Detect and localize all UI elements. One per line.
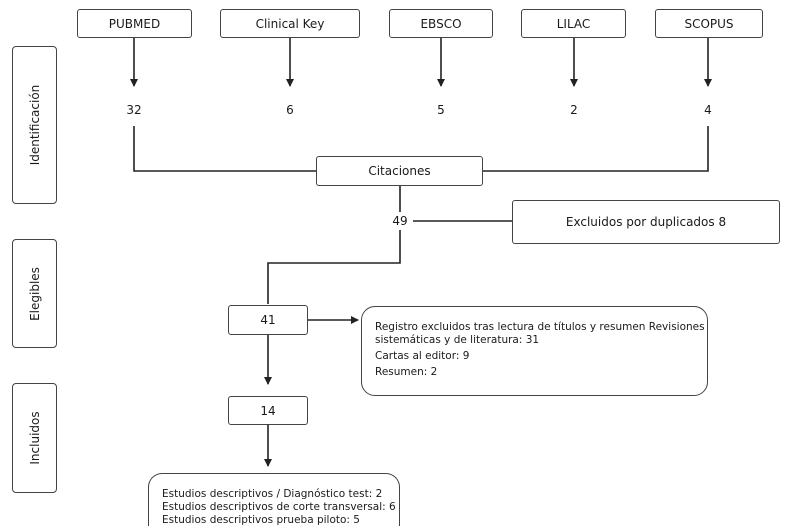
source-label: SCOPUS: [684, 16, 734, 31]
stage-label: Elegibles: [27, 266, 42, 321]
excluded-line: sistemáticas y de literatura: 31: [375, 334, 540, 346]
excluded-line: Cartas al editor: 9: [375, 350, 470, 362]
stage-included: Incluidos: [12, 383, 57, 493]
excluded-line: Resumen: 2: [375, 366, 438, 378]
source-count-ebsco: 5: [437, 103, 445, 117]
excluded-note: Registro excluidos tras lectura de títul…: [361, 306, 708, 396]
source-count-scopus: 4: [704, 103, 712, 117]
source-label: Clinical Key: [255, 16, 325, 31]
citations-label: Citaciones: [368, 164, 431, 178]
source-box-scopus: SCOPUS: [655, 9, 763, 38]
source-count-clinicalkey: 6: [286, 103, 294, 117]
citations-count: 49: [392, 214, 408, 228]
included-line: Estudios descriptivos de corte transvers…: [162, 501, 396, 513]
included-count: 14: [260, 403, 276, 418]
eligible-count-box: 41: [228, 305, 308, 335]
source-label: EBSCO: [420, 16, 462, 31]
source-label: PUBMED: [108, 16, 161, 31]
source-box-ebsco: EBSCO: [389, 9, 493, 38]
source-box-lilac: LILAC: [521, 9, 626, 38]
stage-eligible: Elegibles: [12, 239, 57, 348]
excluded-line: Registro excluidos tras lectura de títul…: [375, 321, 705, 333]
source-count-pubmed: 32: [126, 103, 142, 117]
source-box-clinicalkey: Clinical Key: [220, 9, 360, 38]
included-studies-note: Estudios descriptivos / Diagnóstico test…: [148, 473, 400, 526]
duplicates-box: Excluidos por duplicados 8: [512, 200, 780, 244]
source-box-pubmed: PUBMED: [77, 9, 192, 38]
stage-label: Identificación: [27, 84, 42, 166]
stage-label: Incluidos: [27, 411, 42, 465]
included-line: Estudios descriptivos prueba piloto: 5: [162, 514, 360, 526]
stage-identification: Identificación: [12, 46, 57, 204]
source-label: LILAC: [556, 16, 591, 31]
duplicates-label: Excluidos por duplicados 8: [565, 215, 727, 229]
citations-box: Citaciones: [316, 156, 483, 186]
source-count-lilac: 2: [570, 103, 578, 117]
included-line: Estudios descriptivos / Diagnóstico test…: [162, 488, 383, 500]
line-49-to-41: [267, 230, 401, 304]
eligible-count: 41: [260, 313, 276, 327]
merge-right: [483, 126, 709, 172]
merge-left: [133, 126, 316, 172]
included-count-box: 14: [228, 396, 308, 425]
